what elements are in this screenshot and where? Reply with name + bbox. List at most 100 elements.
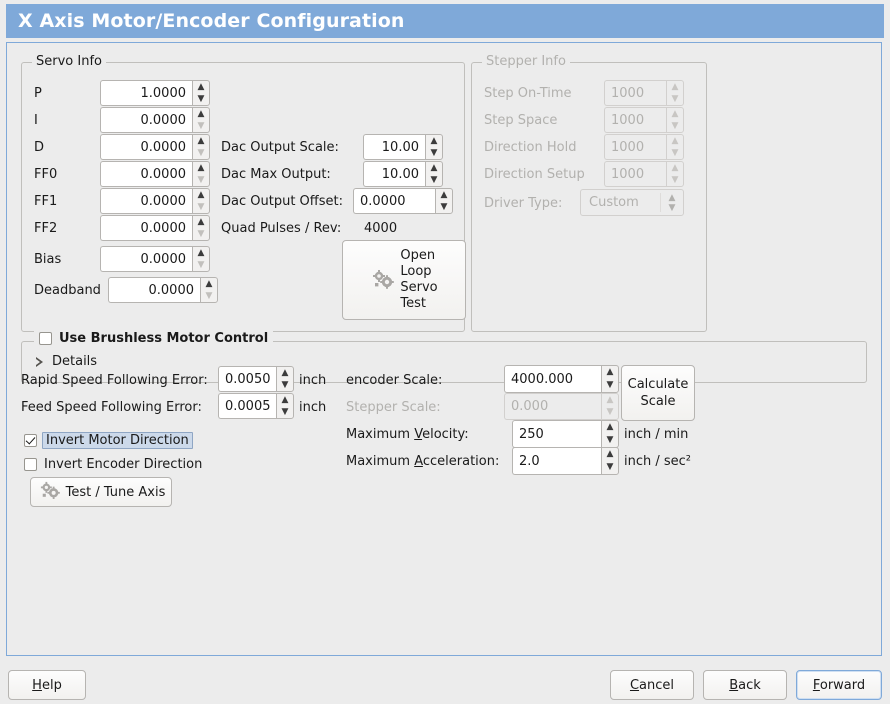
- maximum-velocity-value[interactable]: 250: [512, 420, 601, 448]
- servo-input-ff2-spinner[interactable]: ▲ ▼: [192, 215, 210, 241]
- feed-speed-following-error-value[interactable]: 0.0005: [218, 393, 276, 419]
- servo-input-ff0[interactable]: 0.0000 ▲ ▼: [100, 161, 210, 187]
- servo-input-deadband-value[interactable]: 0.0000: [108, 277, 200, 303]
- spin-up-icon[interactable]: ▲: [281, 367, 289, 378]
- spin-down-icon[interactable]: ▼: [281, 379, 289, 390]
- maximum-acceleration-input[interactable]: 2.0 ▲ ▼: [512, 447, 619, 475]
- servo-input-p[interactable]: 1.0000 ▲ ▼: [100, 80, 210, 106]
- servo-input-d[interactable]: 0.0000 ▲ ▼: [100, 134, 210, 160]
- servo-input-ff0-value[interactable]: 0.0000: [100, 161, 192, 187]
- servo-input-ff2-value[interactable]: 0.0000: [100, 215, 192, 241]
- spin-down-icon[interactable]: ▼: [281, 406, 289, 417]
- chevron-right-icon[interactable]: [36, 356, 43, 367]
- servo-input-i[interactable]: 0.0000 ▲ ▼: [100, 107, 210, 133]
- spin-up-icon[interactable]: ▲: [197, 189, 205, 200]
- servo-input-deadband[interactable]: 0.0000 ▲ ▼: [108, 277, 218, 303]
- spin-up-icon[interactable]: ▲: [281, 394, 289, 405]
- spin-up-icon[interactable]: ▲: [606, 422, 614, 432]
- spin-up-icon[interactable]: ▲: [197, 216, 205, 227]
- dac-output-scale-spinner[interactable]: ▲ ▼: [425, 134, 443, 160]
- back-button[interactable]: Back: [703, 670, 787, 700]
- servo-input-i-spinner[interactable]: ▲ ▼: [192, 107, 210, 133]
- cancel-button[interactable]: Cancel: [610, 670, 694, 700]
- feed-speed-spinner[interactable]: ▲ ▼: [276, 393, 294, 419]
- stepper-info-group: Stepper Info Step On-Time Step Space Dir…: [471, 54, 707, 332]
- servo-input-bias-value[interactable]: 0.0000: [100, 246, 192, 272]
- spin-down-icon[interactable]: ▼: [430, 147, 438, 158]
- help-button-label: Help: [32, 677, 62, 693]
- spin-up-icon[interactable]: ▲: [197, 81, 205, 92]
- spin-down-icon[interactable]: ▼: [440, 201, 448, 212]
- servo-input-ff0-spinner[interactable]: ▲ ▼: [192, 161, 210, 187]
- encoder-scale-value[interactable]: 4000.000: [504, 365, 601, 393]
- invert-motor-direction-checkbox[interactable]: Invert Motor Direction: [24, 432, 193, 449]
- rapid-speed-following-error-input[interactable]: 0.0050 ▲ ▼: [218, 366, 294, 392]
- spin-down-icon[interactable]: ▼: [430, 174, 438, 185]
- dac-output-scale-value[interactable]: 10.00: [363, 134, 425, 160]
- encoder-scale-input[interactable]: 4000.000 ▲ ▼: [504, 365, 619, 393]
- spin-up-icon[interactable]: ▲: [440, 189, 448, 200]
- invert-encoder-direction-checkbox[interactable]: Invert Encoder Direction: [24, 457, 202, 472]
- servo-input-i-value[interactable]: 0.0000: [100, 107, 192, 133]
- checkbox-box[interactable]: [24, 434, 37, 447]
- spin-up-icon[interactable]: ▲: [197, 247, 205, 258]
- spin-up-icon[interactable]: ▲: [606, 449, 614, 459]
- servo-input-d-value[interactable]: 0.0000: [100, 134, 192, 160]
- spin-down-icon[interactable]: ▼: [606, 435, 614, 445]
- dac-output-scale-input[interactable]: 10.00 ▲ ▼: [363, 134, 443, 160]
- servo-input-ff2[interactable]: 0.0000 ▲ ▼: [100, 215, 210, 241]
- open-loop-servo-test-button[interactable]: Open Loop Servo Test: [342, 240, 466, 320]
- spin-up-icon[interactable]: ▲: [197, 162, 205, 173]
- maximum-acceleration-value[interactable]: 2.0: [512, 447, 601, 475]
- spin-down-icon[interactable]: ▼: [606, 380, 614, 390]
- servo-input-bias[interactable]: 0.0000 ▲ ▼: [100, 246, 210, 272]
- servo-input-deadband-spinner[interactable]: ▲ ▼: [200, 277, 218, 303]
- dac-max-output-value[interactable]: 10.00: [363, 161, 425, 187]
- maximum-velocity-spinner[interactable]: ▲ ▼: [601, 420, 619, 448]
- rapid-speed-following-error-value[interactable]: 0.0050: [218, 366, 276, 392]
- servo-input-p-value[interactable]: 1.0000: [100, 80, 192, 106]
- spin-up-icon[interactable]: ▲: [205, 278, 213, 289]
- dac-output-offset-spinner[interactable]: ▲ ▼: [435, 188, 453, 214]
- servo-input-d-spinner[interactable]: ▲ ▼: [192, 134, 210, 160]
- spin-up-icon[interactable]: ▲: [430, 162, 438, 173]
- encoder-scale-spinner[interactable]: ▲ ▼: [601, 365, 619, 393]
- dac-max-output-input[interactable]: 10.00 ▲ ▼: [363, 161, 443, 187]
- test-tune-axis-button[interactable]: Test / Tune Axis: [30, 477, 172, 507]
- servo-input-ff1-value[interactable]: 0.0000: [100, 188, 192, 214]
- spin-down-icon[interactable]: ▼: [197, 259, 205, 270]
- checkbox-box[interactable]: [24, 458, 37, 471]
- spin-up-icon[interactable]: ▲: [197, 135, 205, 146]
- calculate-scale-button[interactable]: Calculate Scale: [621, 365, 695, 421]
- servo-input-ff1-spinner[interactable]: ▲ ▼: [192, 188, 210, 214]
- details-expander[interactable]: Details: [36, 354, 97, 369]
- spin-down-icon[interactable]: ▼: [197, 201, 205, 212]
- spin-up-icon[interactable]: ▲: [606, 367, 614, 377]
- servo-input-ff1[interactable]: 0.0000 ▲ ▼: [100, 188, 210, 214]
- spin-up-icon[interactable]: ▲: [430, 135, 438, 146]
- rapid-speed-spinner[interactable]: ▲ ▼: [276, 366, 294, 392]
- dac-output-offset-input[interactable]: 0.0000 ▲ ▼: [353, 188, 453, 214]
- spin-up-icon[interactable]: ▲: [197, 108, 205, 119]
- use-brushless-motor-control-checkbox[interactable]: Use Brushless Motor Control: [34, 331, 274, 346]
- driver-type-select[interactable]: Custom ▲▼: [580, 189, 684, 216]
- help-button[interactable]: Help: [8, 670, 86, 700]
- dac-output-offset-value[interactable]: 0.0000: [353, 188, 435, 214]
- dac-max-output-label: Dac Max Output:: [221, 167, 331, 182]
- stepper-scale-input: 0.000 ▲ ▼: [504, 393, 619, 420]
- forward-button[interactable]: Forward: [796, 670, 882, 700]
- spin-down-icon[interactable]: ▼: [606, 462, 614, 472]
- spin-down-icon[interactable]: ▼: [197, 147, 205, 158]
- servo-input-p-spinner[interactable]: ▲ ▼: [192, 80, 210, 106]
- servo-input-bias-spinner[interactable]: ▲ ▼: [192, 246, 210, 272]
- maximum-velocity-input[interactable]: 250 ▲ ▼: [512, 420, 619, 448]
- dac-max-output-spinner[interactable]: ▲ ▼: [425, 161, 443, 187]
- spin-down-icon[interactable]: ▼: [197, 174, 205, 185]
- spin-down-icon[interactable]: ▼: [197, 93, 205, 104]
- checkbox-box[interactable]: [39, 332, 52, 345]
- maximum-acceleration-spinner[interactable]: ▲ ▼: [601, 447, 619, 475]
- spin-down-icon[interactable]: ▼: [197, 228, 205, 239]
- feed-speed-following-error-input[interactable]: 0.0005 ▲ ▼: [218, 393, 294, 419]
- spin-down-icon[interactable]: ▼: [205, 290, 213, 301]
- spin-down-icon[interactable]: ▼: [197, 120, 205, 131]
